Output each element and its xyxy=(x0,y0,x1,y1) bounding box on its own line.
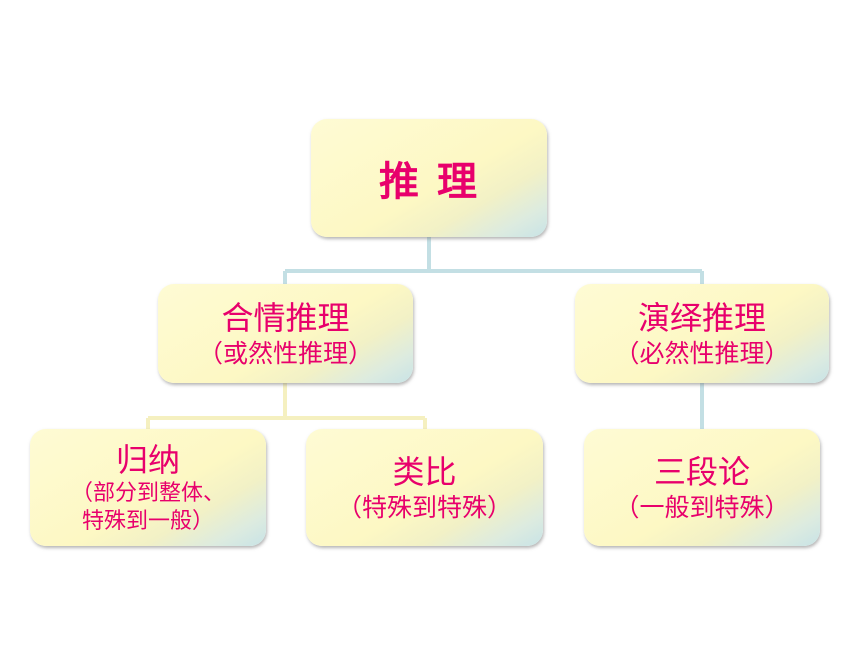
node-reasoning-label: 推 理 xyxy=(379,159,479,205)
node-syllogism-sub: （一般到特殊） xyxy=(614,492,790,522)
node-plausible-sub: （或然性推理） xyxy=(197,338,373,368)
node-induction-label: 归纳 xyxy=(115,440,180,479)
node-induction-sub-line2: 特殊到一般） xyxy=(81,508,214,534)
node-analogy-label: 类比 xyxy=(392,452,457,491)
node-plausible-reasoning: 合情推理 （或然性推理） xyxy=(158,284,413,383)
node-analogy: 类比 （特殊到特殊） xyxy=(306,429,543,546)
node-plausible-label: 合情推理 xyxy=(221,298,350,337)
node-deductive-sub: （必然性推理） xyxy=(614,338,790,368)
node-induction-sub-line1: （部分到整体、 xyxy=(70,480,225,506)
node-deductive-label: 演绎推理 xyxy=(637,298,766,337)
node-deductive-reasoning: 演绎推理 （必然性推理） xyxy=(575,284,829,383)
node-syllogism-label: 三段论 xyxy=(653,452,750,491)
node-analogy-sub: （特殊到特殊） xyxy=(336,492,512,522)
node-induction: 归纳 （部分到整体、 特殊到一般） xyxy=(30,429,266,546)
node-syllogism: 三段论 （一般到特殊） xyxy=(584,429,820,546)
node-reasoning: 推 理 xyxy=(311,119,547,237)
